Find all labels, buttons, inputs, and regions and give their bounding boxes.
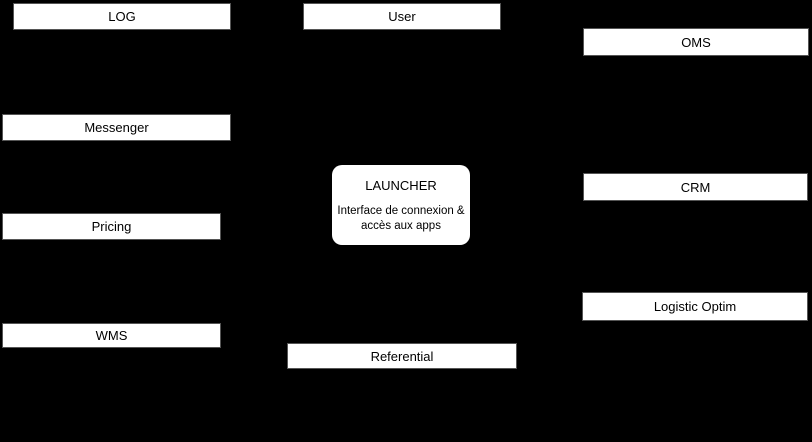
node-log: LOG — [13, 3, 231, 30]
node-pricing: Pricing — [2, 213, 221, 240]
node-launcher: LAUNCHER Interface de connexion & accès … — [332, 165, 470, 245]
launcher-description-line-1: Interface de connexion & — [337, 205, 465, 217]
node-referential: Referential — [287, 343, 517, 369]
node-logistic-optim: Logistic Optim — [582, 292, 808, 321]
node-oms-label: OMS — [681, 34, 711, 50]
node-messenger: Messenger — [2, 114, 231, 141]
node-wms: WMS — [2, 323, 221, 348]
node-referential-label: Referential — [370, 348, 434, 364]
node-crm-label: CRM — [680, 179, 711, 195]
launcher-description: Interface de connexion & accès aux apps — [337, 204, 464, 234]
node-crm: CRM — [583, 173, 808, 201]
node-user-label: User — [388, 9, 416, 24]
launcher-description-line-2: accès aux apps — [361, 220, 441, 232]
node-pricing-label: Pricing — [91, 219, 132, 234]
node-logistic-optim-label: Logistic Optim — [653, 299, 737, 314]
node-oms: OMS — [583, 28, 809, 56]
node-user: User — [303, 3, 501, 30]
node-wms-label: WMS — [95, 328, 128, 343]
node-messenger-label: Messenger — [84, 120, 149, 135]
node-log-label: LOG — [108, 9, 136, 24]
launcher-title: LAUNCHER — [365, 178, 437, 193]
